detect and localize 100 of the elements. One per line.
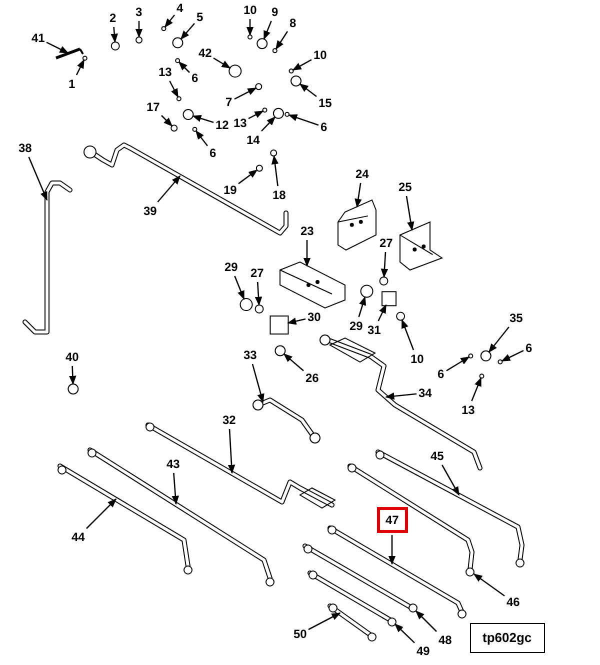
- leader-arrow: [178, 61, 190, 73]
- leader-arrow: [271, 155, 279, 186]
- callout-number: 23: [300, 224, 314, 238]
- leader-arrow: [157, 175, 181, 202]
- fitting-part: [240, 298, 253, 312]
- leader-arrow: [388, 535, 396, 565]
- o-ring-part: [175, 58, 180, 64]
- fitting-part: [396, 312, 406, 321]
- fitting-part: [228, 64, 242, 78]
- callout-number: 10: [314, 48, 327, 62]
- callout-number: 33: [244, 348, 257, 362]
- o-ring-part: [136, 36, 142, 44]
- leader-arrow: [287, 318, 306, 325]
- elbow-fitting: [382, 291, 397, 306]
- fuel-tube: [328, 526, 466, 618]
- leader-arrow: [378, 304, 387, 322]
- callout-number: 15: [318, 96, 332, 110]
- leader-arrow: [261, 116, 276, 132]
- fuel-tube: [146, 422, 336, 509]
- leader-arrow: [169, 80, 179, 98]
- callout-number: 13: [234, 116, 247, 130]
- leader-arrow: [488, 326, 510, 353]
- leader-arrow: [228, 428, 236, 474]
- leader-arrow: [192, 114, 214, 124]
- callout-number: 5: [196, 10, 204, 24]
- callout-number: 10: [410, 352, 424, 366]
- leader-arrow: [442, 464, 460, 496]
- callout-number: 44: [72, 530, 85, 544]
- callout-number: 26: [306, 371, 319, 385]
- leader-arrow: [135, 21, 143, 38]
- fuel-tube: [320, 334, 482, 470]
- o-ring-part: [170, 124, 178, 132]
- callout-number: 2: [110, 11, 116, 25]
- leader-arrow: [471, 377, 482, 402]
- callout-number: 49: [416, 644, 430, 658]
- callout-number: 8: [290, 16, 296, 30]
- callout-number: 6: [210, 146, 216, 160]
- callout-number: 50: [294, 627, 307, 641]
- callout-number: 27: [250, 266, 264, 280]
- leader-arrow: [234, 87, 257, 100]
- callout-number: 6: [192, 71, 198, 85]
- o-ring-part: [498, 359, 503, 364]
- leader-arrow: [446, 356, 470, 372]
- fuel-tube: [88, 448, 274, 586]
- fuel-tube: [22, 180, 72, 334]
- callout-number: 18: [272, 188, 286, 202]
- callout-number: 35: [510, 311, 523, 325]
- callout-number: 27: [380, 236, 393, 250]
- leader-arrow: [283, 353, 304, 372]
- fitting-part: [480, 350, 492, 362]
- o-ring-part: [479, 374, 484, 379]
- callout-number: 12: [216, 118, 229, 132]
- fitting-part: [182, 109, 194, 120]
- callout-number: 3: [136, 5, 142, 19]
- callout-number: 6: [526, 341, 532, 355]
- callout-number: 1: [68, 77, 76, 91]
- callout-number: 42: [198, 46, 212, 60]
- leader-arrow: [195, 130, 208, 146]
- callout-number: 9: [272, 5, 278, 19]
- leader-arrow: [110, 26, 118, 43]
- fuel-tube: [328, 604, 376, 642]
- leader-arrow: [234, 276, 245, 300]
- leader-arrow: [46, 42, 69, 54]
- fitting-part: [110, 41, 120, 50]
- fuel-tube: [252, 398, 320, 444]
- callout-number: 6: [320, 120, 328, 134]
- fuel-tube: [308, 570, 396, 626]
- fitting-part: [254, 304, 264, 314]
- callout-number: 39: [144, 204, 157, 218]
- o-ring-part: [284, 112, 290, 117]
- callout-number: 43: [166, 457, 180, 471]
- leader-arrow: [275, 31, 288, 50]
- callout-number: 17: [146, 100, 160, 114]
- callout-number: 29: [224, 260, 238, 274]
- callout-number: 24: [356, 167, 369, 181]
- leader-arrow: [380, 252, 388, 278]
- callout-number: 48: [438, 633, 452, 647]
- o-ring-part: [262, 108, 268, 113]
- leader-arrow: [213, 58, 231, 69]
- leader-arrow: [288, 114, 319, 126]
- leader-arrow: [292, 59, 312, 71]
- leader-arrow: [385, 392, 417, 400]
- callout-number: 14: [246, 133, 260, 147]
- o-ring-part: [176, 96, 182, 102]
- drawing-number-plate: tp602gc: [470, 623, 545, 653]
- leader-arrow: [161, 115, 173, 127]
- leader-arrow: [86, 498, 117, 529]
- leader-arrow: [254, 282, 262, 306]
- mounting-bracket: [338, 199, 376, 251]
- o-ring-part: [288, 68, 294, 74]
- leader-arrow: [303, 240, 311, 267]
- fitting-part: [360, 284, 374, 298]
- fuel-tube: [376, 450, 524, 568]
- fitting-part: [274, 345, 286, 356]
- callout-number: 19: [224, 183, 237, 197]
- highlighted-callout-number: 47: [376, 507, 408, 533]
- leader-arrow: [238, 169, 258, 184]
- callout-number: 4: [176, 1, 184, 15]
- o-ring-part: [272, 48, 278, 54]
- leader-arrow: [180, 22, 195, 40]
